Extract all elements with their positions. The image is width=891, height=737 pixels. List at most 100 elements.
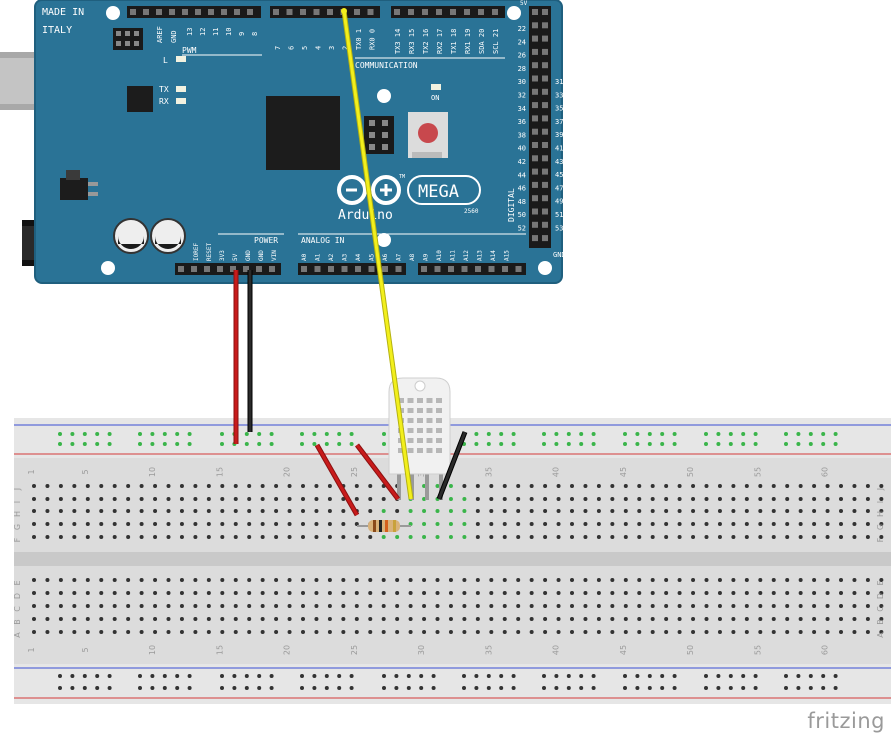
breadboard-hole — [771, 630, 776, 634]
pin-label: 28 — [518, 65, 526, 73]
pin-label: 5 — [301, 46, 309, 50]
rail-hole — [70, 674, 75, 678]
breadboard-hole — [327, 604, 332, 608]
breadboard-hole — [327, 591, 332, 595]
breadboard-hole — [691, 630, 696, 634]
pull-up-resistor — [357, 520, 411, 532]
header-pin — [256, 266, 262, 272]
breadboard-hole — [166, 578, 171, 582]
breadboard-hole — [583, 522, 588, 526]
breadboard-hole — [85, 604, 90, 608]
rail-hole — [511, 686, 516, 690]
mounting-hole — [538, 261, 552, 275]
breadboard-hole — [206, 484, 211, 488]
breadboard-hole — [179, 522, 184, 526]
breadboard-hole — [717, 484, 722, 488]
rail-hole — [431, 686, 436, 690]
sensor-vent — [398, 448, 404, 453]
breadboard-hole — [274, 630, 279, 634]
breadboard-hole — [341, 617, 346, 621]
row-letter: A — [13, 632, 22, 638]
breadboard-hole — [153, 484, 158, 488]
rail-hole — [833, 686, 838, 690]
breadboard-hole — [543, 509, 548, 513]
rail-hole — [95, 686, 100, 690]
breadboard-hole — [583, 509, 588, 513]
breadboard-hole — [462, 509, 467, 513]
rail-hole — [406, 686, 411, 690]
breadboard-hole — [112, 484, 117, 488]
pin-label: TX2 16 — [422, 29, 430, 54]
rail-hole — [382, 686, 386, 690]
reset-button[interactable] — [408, 112, 448, 158]
analog-header-2 — [418, 263, 526, 275]
mounting-hole — [101, 261, 115, 275]
rail-hole — [579, 432, 584, 436]
five-v-label: 5V — [520, 0, 528, 7]
breadboard-hole — [72, 630, 77, 634]
header-pin — [532, 115, 538, 122]
breadboard-hole — [731, 484, 736, 488]
breadboard-hole — [85, 484, 90, 488]
breadboard-hole — [301, 604, 305, 608]
breadboard-hole — [529, 630, 534, 634]
column-number: 55 — [753, 467, 762, 477]
column-number: 5 — [81, 469, 90, 474]
rx-label: RX — [159, 97, 169, 106]
breadboard-hole — [72, 591, 77, 595]
breadboard-hole — [462, 630, 467, 634]
power-rail-top — [14, 418, 891, 458]
breadboard-hole — [287, 604, 292, 608]
header-pin — [156, 9, 162, 15]
sensor-vent — [417, 428, 423, 433]
rail-hole — [82, 686, 87, 690]
header-pin — [395, 266, 402, 272]
breadboard-hole — [529, 522, 534, 526]
breadboard-hole — [381, 497, 386, 501]
rail-hole — [741, 432, 746, 436]
header-pin — [243, 266, 249, 272]
column-number: 5 — [81, 647, 90, 652]
breadboard-hole — [462, 484, 467, 488]
breadboard-hole — [731, 630, 736, 634]
breadboard-hole — [206, 630, 211, 634]
breadboard-hole — [99, 535, 104, 539]
breadboard-hole — [395, 630, 400, 634]
breadboard-hole — [556, 535, 561, 539]
row-letter: H — [13, 511, 22, 517]
rail-hole — [566, 442, 571, 446]
breadboard-hole — [502, 617, 507, 621]
breadboard-hole — [72, 578, 77, 582]
pin-label: 3V3 — [219, 250, 226, 261]
header-pin — [421, 266, 427, 272]
breadboard-hole — [314, 484, 319, 488]
pin-label: A6 — [382, 253, 389, 261]
pin-label: 31 — [555, 78, 563, 86]
rail-hole — [58, 432, 62, 436]
rail-hole — [70, 442, 75, 446]
breadboard-hole — [99, 617, 104, 621]
breadboard-hole — [260, 591, 265, 595]
breadboard-hole — [543, 535, 548, 539]
breadboard-hole — [489, 535, 494, 539]
rail-hole — [150, 686, 155, 690]
rail-hole — [542, 432, 546, 436]
breadboard-hole — [570, 630, 574, 634]
pin-label: TX1 18 — [450, 29, 458, 54]
breadboard-hole — [260, 604, 265, 608]
rail-hole — [579, 442, 584, 446]
header-pin — [221, 9, 227, 15]
breadboard-hole — [45, 535, 50, 539]
rail-hole — [300, 442, 304, 446]
breadboard-hole — [637, 535, 642, 539]
header-pin — [234, 9, 240, 15]
breadboard-hole — [744, 535, 749, 539]
rail-hole — [300, 686, 304, 690]
pin-label: A5 — [369, 253, 376, 261]
breadboard-hole — [865, 535, 870, 539]
breadboard-hole — [677, 578, 682, 582]
breadboard-hole — [489, 617, 494, 621]
breadboard-hole — [99, 497, 104, 501]
arduino-wordmark: Arduino — [338, 208, 393, 223]
